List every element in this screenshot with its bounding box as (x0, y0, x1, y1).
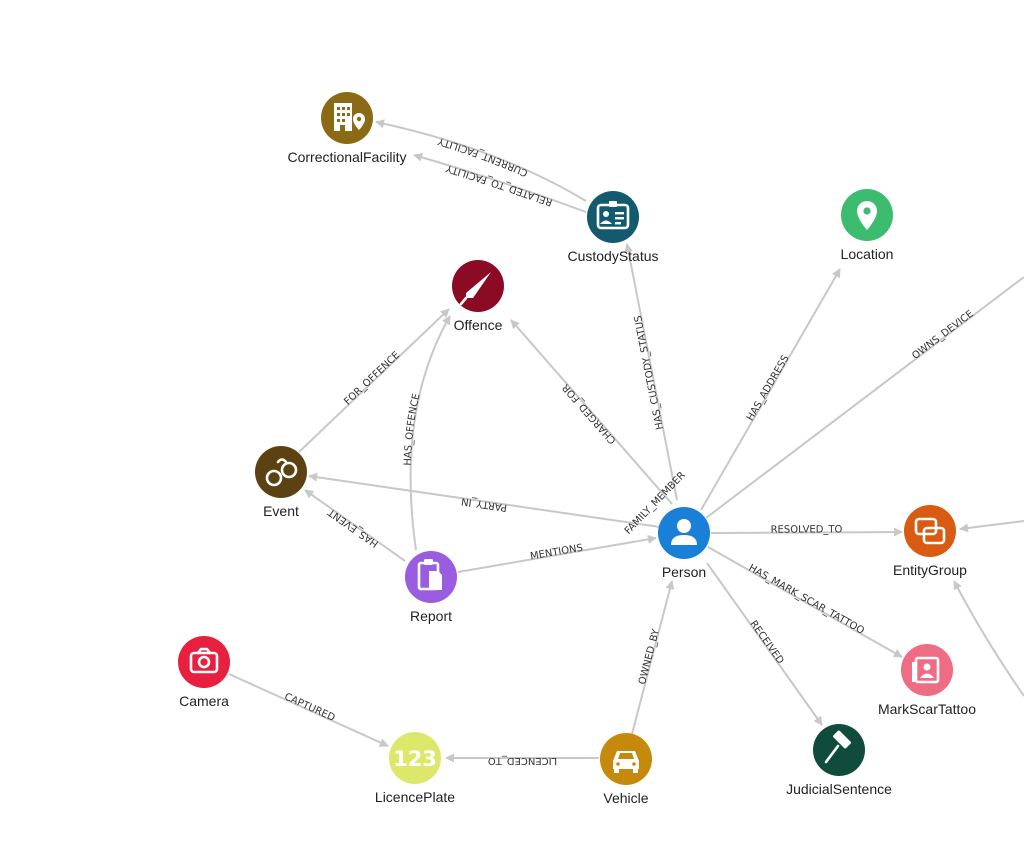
node-label: CorrectionalFacility (287, 149, 406, 165)
node-vehicle[interactable]: Vehicle (600, 733, 652, 806)
node-label: JudicialSentence (786, 781, 892, 797)
id-card-icon (596, 201, 630, 230)
node-mark-scar-tattoo[interactable]: MarkScarTattoo (878, 644, 976, 717)
edge-label-has-address: HAS_ADDRESS (745, 353, 791, 423)
edge-mentions[interactable]: MENTIONS (457, 537, 657, 573)
person-icon (671, 519, 697, 545)
node-label: MarkScarTattoo (878, 701, 976, 717)
portrait-frame-icon (912, 656, 940, 684)
edge-owned-by[interactable]: OWNED_BY (631, 580, 673, 735)
edge-label-resolved-to: RESOLVED_TO (771, 524, 843, 535)
node-label: EntityGroup (893, 562, 967, 578)
edge-label-has-offence: HAS_OFFENCE (403, 393, 423, 466)
edge-captured[interactable]: CAPTURED (228, 673, 389, 747)
node-entity-group[interactable]: EntityGroup (893, 505, 967, 578)
number-123-icon: 123 (393, 747, 437, 771)
node-report[interactable]: Report (405, 551, 457, 624)
edge-label-charged-for: CHARGED_FOR (561, 382, 619, 446)
edge-label-mentions: MENTIONS (529, 543, 583, 563)
node-custody-status[interactable]: CustodyStatus (567, 191, 659, 264)
node-location[interactable]: Location (841, 189, 894, 262)
knife-icon (459, 272, 491, 306)
edge-label-owns-device: OWNS_DEVICE (910, 309, 975, 362)
node-label: Event (263, 503, 299, 519)
edge-received[interactable]: RECEIVED (706, 562, 823, 726)
node-label: Report (410, 608, 452, 624)
gavel-icon (824, 730, 851, 764)
svg-text:123: 123 (393, 747, 437, 771)
edge-has-offence[interactable]: HAS_OFFENCE (403, 315, 451, 551)
edge-current-facility[interactable]: CURRENT_FACILITY (375, 121, 587, 202)
edge-offscreen-entitygroup-lower[interactable] (953, 580, 1024, 697)
node-judicial-sentence[interactable]: JudicialSentence (786, 724, 892, 797)
node-person[interactable]: Person (658, 507, 710, 580)
node-label: Vehicle (603, 790, 648, 806)
edge-has-event[interactable]: HAS_EVENT (304, 489, 406, 562)
node-label: Camera (179, 693, 229, 709)
map-pin-icon (857, 201, 877, 230)
edge-party-in[interactable]: PARTY_IN (308, 475, 661, 528)
edge-label-licenced-to: LICENCED_TO (488, 755, 557, 766)
edge-licenced-to[interactable]: LICENCED_TO (445, 755, 600, 766)
handcuffs-icon (265, 458, 298, 487)
node-label: Location (841, 246, 894, 262)
node-label: Person (662, 564, 706, 580)
node-licence-plate[interactable]: 123 LicencePlate (375, 732, 455, 805)
building-location-icon (334, 103, 365, 131)
camera-icon (189, 647, 219, 674)
edge-for-offence[interactable]: FOR_OFFENCE (298, 308, 450, 453)
node-correctional-facility[interactable]: CorrectionalFacility (287, 92, 407, 165)
edge-label-party-in: PARTY_IN (461, 495, 508, 513)
edge-label-owned-by: OWNED_BY (637, 627, 662, 686)
linked-squares-icon (914, 517, 946, 545)
edge-label-captured: CAPTURED (283, 692, 337, 725)
node-event[interactable]: Event (255, 446, 307, 519)
clipboard-icon (417, 559, 442, 591)
edge-label-has-mark-scar-tattoo: HAS_MARK_SCAR_TATTOO (747, 563, 867, 637)
edge-label-related-to-facility: RELATED_TO_FACILITY (444, 162, 554, 208)
node-label: Offence (454, 317, 503, 333)
edge-resolved-to[interactable]: RESOLVED_TO (710, 524, 903, 536)
edge-label-received: RECEIVED (747, 619, 785, 667)
edge-owns-device[interactable]: OWNS_DEVICE (705, 276, 1024, 519)
node-offence[interactable]: Offence (452, 260, 504, 333)
node-camera[interactable]: Camera (178, 636, 230, 709)
edge-has-mark-scar-tattoo[interactable]: HAS_MARK_SCAR_TATTOO (707, 546, 903, 658)
node-label: LicencePlate (375, 789, 455, 805)
edge-label-for-offence: FOR_OFFENCE (342, 350, 402, 408)
edge-label-has-custody-status: HAS_CUSTODY_STATUS (633, 314, 666, 430)
edge-has-address[interactable]: HAS_ADDRESS (700, 268, 841, 511)
edge-label-has-event: HAS_EVENT (326, 506, 381, 550)
edge-offscreen-entitygroup[interactable] (959, 520, 1024, 533)
car-icon (613, 751, 639, 773)
node-label: CustodyStatus (567, 248, 658, 264)
